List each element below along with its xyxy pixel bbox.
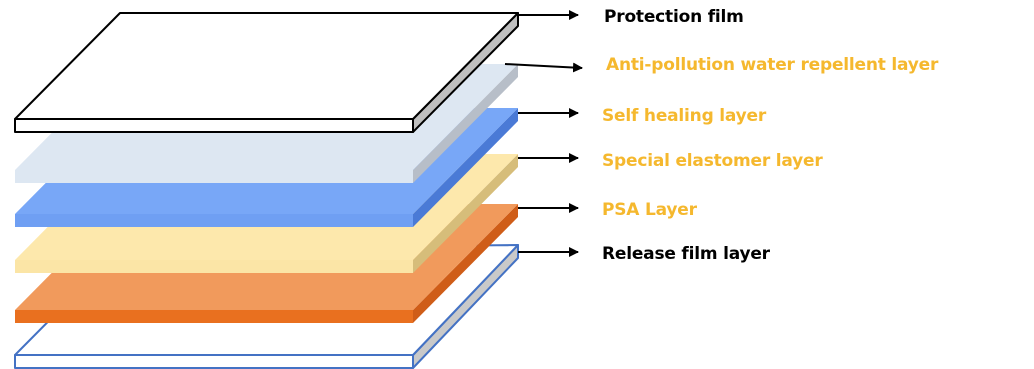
layer-protection-film-top-face [14, 12, 519, 120]
arrow-anti-pollution [504, 62, 583, 73]
arrows-group [504, 10, 583, 257]
layer-psa-front-face [15, 310, 413, 323]
layer-special-elastomer-side-face [413, 154, 518, 273]
layer-anti-pollution-front-face [15, 170, 413, 183]
label-release-film: Release film layer [602, 244, 771, 264]
layer-protection-film-front-face [14, 118, 414, 133]
label-psa: PSA Layer [602, 200, 698, 220]
layer-self-healing-side-face [413, 108, 518, 227]
label-special-elastomer: Special elastomer layer [602, 151, 823, 171]
layer-release-film-front-face [14, 354, 414, 369]
label-protection-film: Protection film [604, 7, 744, 27]
layer-self-healing-front-face [15, 214, 413, 227]
layer-protection-film [14, 12, 519, 133]
label-anti-pollution: Anti-pollution water repellent layer [606, 55, 939, 75]
layer-special-elastomer-front-face [15, 260, 413, 273]
layers-group [14, 12, 519, 369]
label-self-healing: Self healing layer [602, 106, 767, 126]
layer-psa-side-face [413, 204, 518, 323]
layer-anti-pollution-side-face [413, 64, 518, 183]
